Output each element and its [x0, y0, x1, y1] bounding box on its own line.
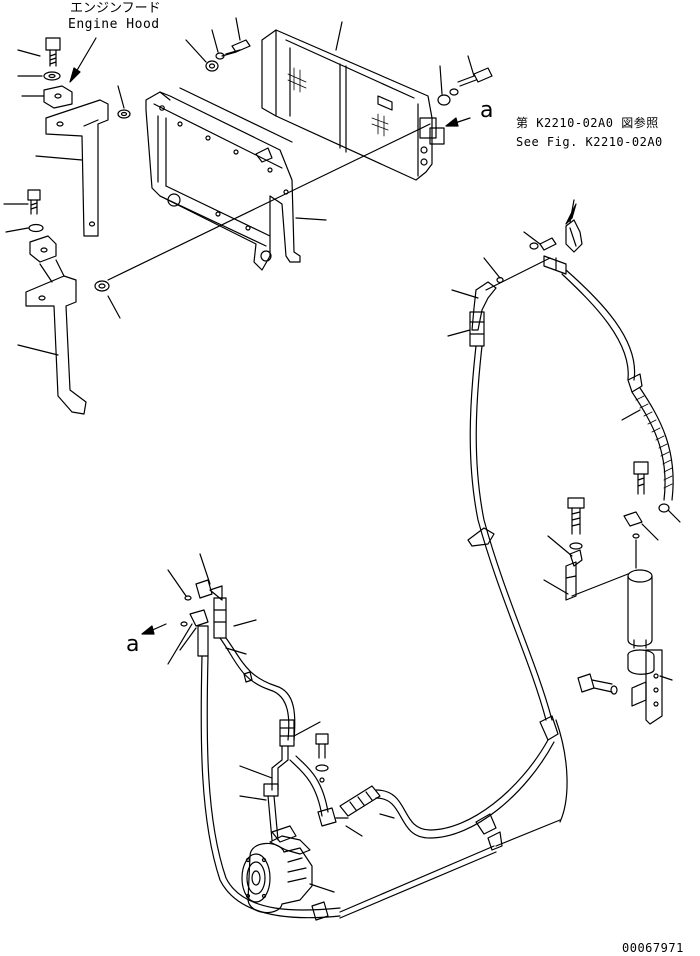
hose-assembly-lower	[141, 553, 568, 921]
marker-a-bottom: a	[126, 632, 140, 657]
plate-icon	[43, 85, 73, 109]
washer-icon	[449, 88, 459, 96]
bolt-icon	[27, 189, 41, 215]
receiver-dryer	[543, 461, 673, 725]
nut-icon	[623, 511, 643, 527]
washer-icon	[28, 223, 44, 233]
bolt-icon	[315, 733, 329, 759]
drawing-number: 00067971	[622, 941, 684, 955]
washer-icon	[43, 71, 61, 81]
nut-icon	[205, 60, 219, 72]
nut-icon	[117, 109, 131, 119]
nut-icon	[94, 280, 110, 292]
bolt-icon	[457, 67, 493, 87]
assembly-line	[107, 123, 431, 281]
bolt-icon	[567, 497, 585, 535]
bracket-icon	[45, 99, 109, 237]
plate-icon	[29, 235, 57, 263]
upper-left-bracket-assembly	[3, 37, 131, 415]
nut-icon	[437, 94, 451, 106]
bolt-icon	[633, 461, 649, 495]
washer-icon	[215, 52, 225, 60]
bolt-icon	[221, 39, 251, 57]
figure-reference-label-en: See Fig. K2210-02A0	[516, 135, 663, 149]
figure-reference-label-jp: 第 K2210-02A0 図参照	[516, 116, 659, 130]
bracket-icon	[25, 275, 87, 415]
compressor	[241, 825, 335, 914]
bolt-icon	[577, 673, 613, 693]
condenser	[185, 17, 493, 181]
marker-a-top: a	[480, 98, 494, 123]
engine-hood-label-en: Engine Hood	[68, 17, 160, 32]
engine-hood-label-jp: エンジンフード	[70, 1, 161, 16]
hose-assembly-upper	[375, 199, 681, 839]
bolt-icon	[45, 37, 61, 67]
condenser-frame	[145, 87, 327, 271]
